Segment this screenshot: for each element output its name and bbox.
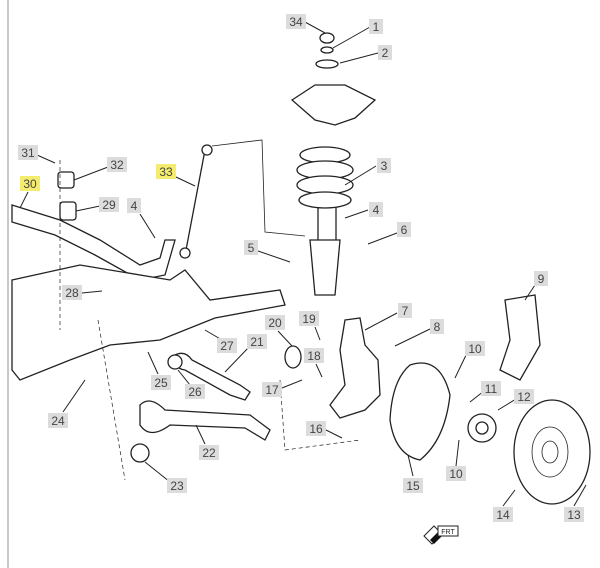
callout-label: 17 xyxy=(262,382,282,397)
svg-text:11: 11 xyxy=(485,382,498,396)
callout-label: 3 xyxy=(377,158,391,173)
svg-text:5: 5 xyxy=(248,241,255,255)
callout-label: 27 xyxy=(217,338,237,353)
bushing xyxy=(130,443,150,463)
svg-text:32: 32 xyxy=(110,158,124,172)
callout-label: 23 xyxy=(167,478,187,493)
svg-text:6: 6 xyxy=(401,223,408,237)
svg-text:19: 19 xyxy=(302,312,316,326)
callout-label: 31 xyxy=(18,145,38,160)
svg-text:26: 26 xyxy=(188,385,202,399)
callout-label: 10 xyxy=(446,466,466,481)
svg-text:29: 29 xyxy=(102,198,116,212)
callout-label: 24 xyxy=(48,413,68,428)
svg-text:25: 25 xyxy=(154,376,168,390)
svg-text:4: 4 xyxy=(373,203,380,217)
callout-label: 26 xyxy=(185,384,205,399)
splash-shield xyxy=(389,362,451,461)
brake-rotor xyxy=(513,399,591,505)
callout-label: 12 xyxy=(514,389,534,404)
svg-text:9: 9 xyxy=(538,272,545,286)
callout-label: 21 xyxy=(247,334,267,349)
front-direction-icon: FRT xyxy=(423,525,459,545)
callout-label: 6 xyxy=(397,222,411,237)
seal-ring xyxy=(284,345,302,369)
bushings xyxy=(57,171,77,221)
callout-label: 4 xyxy=(127,198,141,213)
svg-text:28: 28 xyxy=(65,286,79,300)
callout-label: 19 xyxy=(299,311,319,326)
svg-text:30: 30 xyxy=(23,177,37,191)
svg-text:10: 10 xyxy=(468,342,482,356)
svg-text:23: 23 xyxy=(170,479,184,493)
callout-label: 5 xyxy=(244,240,258,255)
brake-caliper xyxy=(499,294,541,381)
svg-text:15: 15 xyxy=(406,479,420,493)
svg-text:1: 1 xyxy=(373,20,380,34)
svg-text:27: 27 xyxy=(220,339,234,353)
svg-text:21: 21 xyxy=(250,335,264,349)
stabilizer-bar xyxy=(11,204,176,281)
wheel-hub xyxy=(467,413,497,443)
callout-label: 29 xyxy=(99,197,119,212)
svg-text:17: 17 xyxy=(265,383,279,397)
callout-label-highlighted: 33 xyxy=(156,164,176,179)
leader-lines xyxy=(19,21,587,507)
svg-text:22: 22 xyxy=(202,446,216,460)
svg-text:7: 7 xyxy=(402,304,409,318)
svg-text:4: 4 xyxy=(131,199,138,213)
svg-text:8: 8 xyxy=(434,320,441,334)
callout-label: 32 xyxy=(107,157,127,172)
strut-mount xyxy=(290,84,377,126)
front-indicator-label: FRT xyxy=(441,529,455,536)
strut-top-cap xyxy=(315,32,339,69)
svg-text:14: 14 xyxy=(496,508,510,522)
callout-label: 8 xyxy=(430,319,444,334)
callout-label: 10 xyxy=(465,341,485,356)
svg-text:20: 20 xyxy=(268,316,282,330)
svg-text:31: 31 xyxy=(21,146,35,160)
coil-spring-strut xyxy=(296,146,354,296)
callout-label: 1 xyxy=(369,19,383,34)
callout-label: 2 xyxy=(378,45,392,60)
callout-label: 16 xyxy=(306,421,326,436)
steering-knuckle xyxy=(329,317,381,419)
svg-text:3: 3 xyxy=(381,159,388,173)
front-lower-control-arm xyxy=(139,400,271,441)
callout-label: 7 xyxy=(398,303,412,318)
dashed-guides xyxy=(59,139,361,481)
frame-crossmember xyxy=(11,264,286,381)
callout-label: 13 xyxy=(564,507,584,522)
callout-label: 11 xyxy=(481,381,501,396)
svg-text:33: 33 xyxy=(159,165,173,179)
callout-label: 34 xyxy=(286,14,306,29)
callout-label: 28 xyxy=(62,285,82,300)
svg-text:13: 13 xyxy=(567,508,581,522)
callout-label-highlighted: 30 xyxy=(20,176,40,191)
svg-text:34: 34 xyxy=(289,15,303,29)
callout-label: 20 xyxy=(265,315,285,330)
svg-text:10: 10 xyxy=(449,467,463,481)
callout-label: 22 xyxy=(199,445,219,460)
callout-label: 4 xyxy=(369,202,383,217)
callout-label: 14 xyxy=(493,507,513,522)
svg-text:16: 16 xyxy=(309,422,323,436)
bushing xyxy=(167,354,183,370)
callout-label: 25 xyxy=(151,375,171,390)
svg-text:2: 2 xyxy=(382,46,389,60)
stabilizer-link xyxy=(179,144,213,259)
svg-text:24: 24 xyxy=(51,414,65,428)
callout-label: 15 xyxy=(403,478,423,493)
callout-label: 9 xyxy=(534,271,548,286)
svg-text:18: 18 xyxy=(307,349,321,363)
svg-text:12: 12 xyxy=(517,390,531,404)
callout-label: 18 xyxy=(304,348,324,363)
